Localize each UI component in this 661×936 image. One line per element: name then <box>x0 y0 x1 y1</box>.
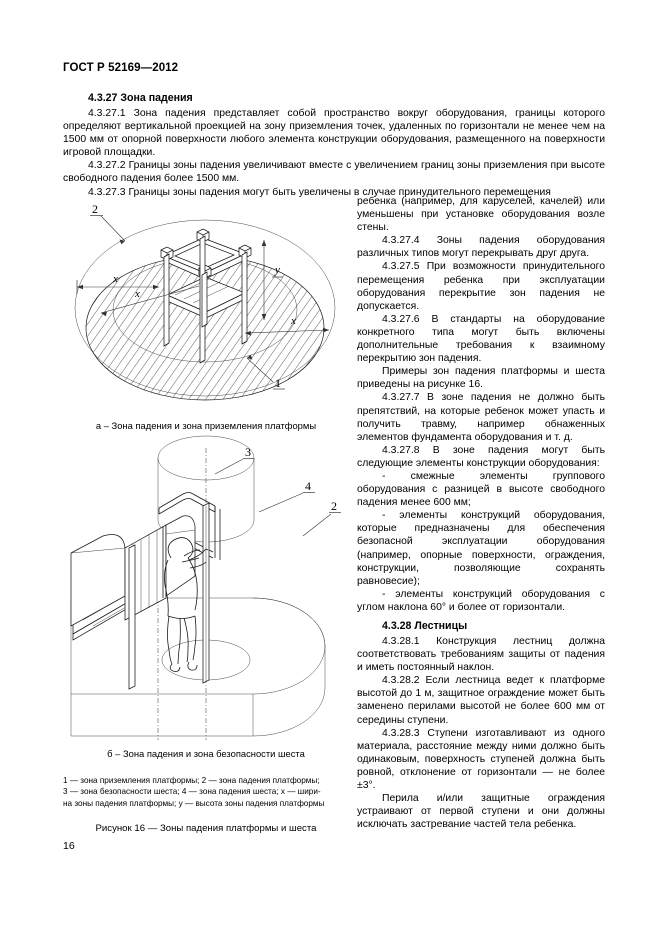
heading-4-3-27: 4.3.27 Зона падения <box>88 92 193 104</box>
para-4-3-27-2: 4.3.27.2 Границы зоны падения увеличиваю… <box>63 160 605 185</box>
figure-a-platform: 2 1 <box>63 200 353 415</box>
figure-label-x2-a: x <box>134 288 140 300</box>
para-4-3-27-3-cont: ребенка (например, для каруселей, качеле… <box>357 196 605 234</box>
para-4-3-27-7: 4.3.27.7 В зоне падения не должно быть п… <box>357 392 605 443</box>
legend-line-2: 3 — зона безопасности шеста; 4 — зона па… <box>63 787 321 797</box>
legend-line-1: 1 — зона приземления платформы; 2 — зона… <box>63 776 320 785</box>
figure-a-caption: а – Зона падения и зона приземления плат… <box>95 420 317 431</box>
para-rails: Перила и/или защитные ограждения устраив… <box>357 793 605 831</box>
para-4-3-27-6: 4.3.27.6 В стандарты на оборудование кон… <box>357 313 605 365</box>
para-4-3-28-1: 4.3.28.1 Конструкция лестниц должна соот… <box>357 636 605 674</box>
para-4-3-27-4: 4.3.27.4 Зоны падения оборудования разли… <box>357 235 605 260</box>
figure-legend: 1 — зона приземления платформы; 2 — зона… <box>63 775 349 809</box>
figure-label-y-a: y <box>274 264 280 276</box>
para-4-3-28-3: 4.3.28.3 Ступени изготавливают из одного… <box>357 727 605 792</box>
figure-label-x3-a: x <box>290 315 296 327</box>
document-header: ГОСТ Р 52169—2012 <box>63 62 179 74</box>
figure-title: Рисунок 16 — Зоны падения платформы и ше… <box>95 823 317 834</box>
top-text-block: 4.3.27 Зона падения 4.3.27.1 Зона падени… <box>63 88 605 199</box>
right-column: ребенка (например, для каруселей, качеле… <box>357 195 605 831</box>
legend-line-3: на зоны падения платформы; y — высота зо… <box>63 798 325 808</box>
figure-label-4-b: 4 <box>305 479 311 493</box>
figure-label-2-b: 2 <box>331 499 337 513</box>
para-4-3-27-8: 4.3.27.8 В зоне падения могут быть следу… <box>357 444 605 469</box>
figure-label-1-a: 1 <box>275 376 281 390</box>
para-4-3-28-2: 4.3.28.2 Если лестница ведет к платформе… <box>357 675 605 726</box>
bullet-item-2: - элементы конструкций оборудования, кот… <box>357 510 605 587</box>
bullet-item-1: - смежные элементы группового оборудован… <box>357 470 605 509</box>
para-4-3-27-1: 4.3.27.1 Зона падения представляет собой… <box>63 108 605 159</box>
figure-b-pole: 3 4 2 <box>63 435 353 743</box>
figure-b-caption: б – Зона падения и зона безопасности шес… <box>107 748 305 759</box>
figure-label-2-a: 2 <box>92 202 98 216</box>
figure-label-x1-a: x <box>112 273 118 285</box>
bullet-item-3: - элементы конструкций оборудования с уг… <box>357 588 605 613</box>
heading-4-3-28: 4.3.28 Лестницы <box>382 620 468 632</box>
page-number: 16 <box>63 840 75 852</box>
para-4-3-27-3: 4.3.27.3 Границы зоны падения могут быть… <box>88 186 551 198</box>
figure-label-3-b: 3 <box>245 445 251 459</box>
para-4-3-27-5: 4.3.27.5 При возможности принудительного… <box>357 261 605 312</box>
para-examples: Примеры зон падения платформы и шеста пр… <box>357 366 605 391</box>
